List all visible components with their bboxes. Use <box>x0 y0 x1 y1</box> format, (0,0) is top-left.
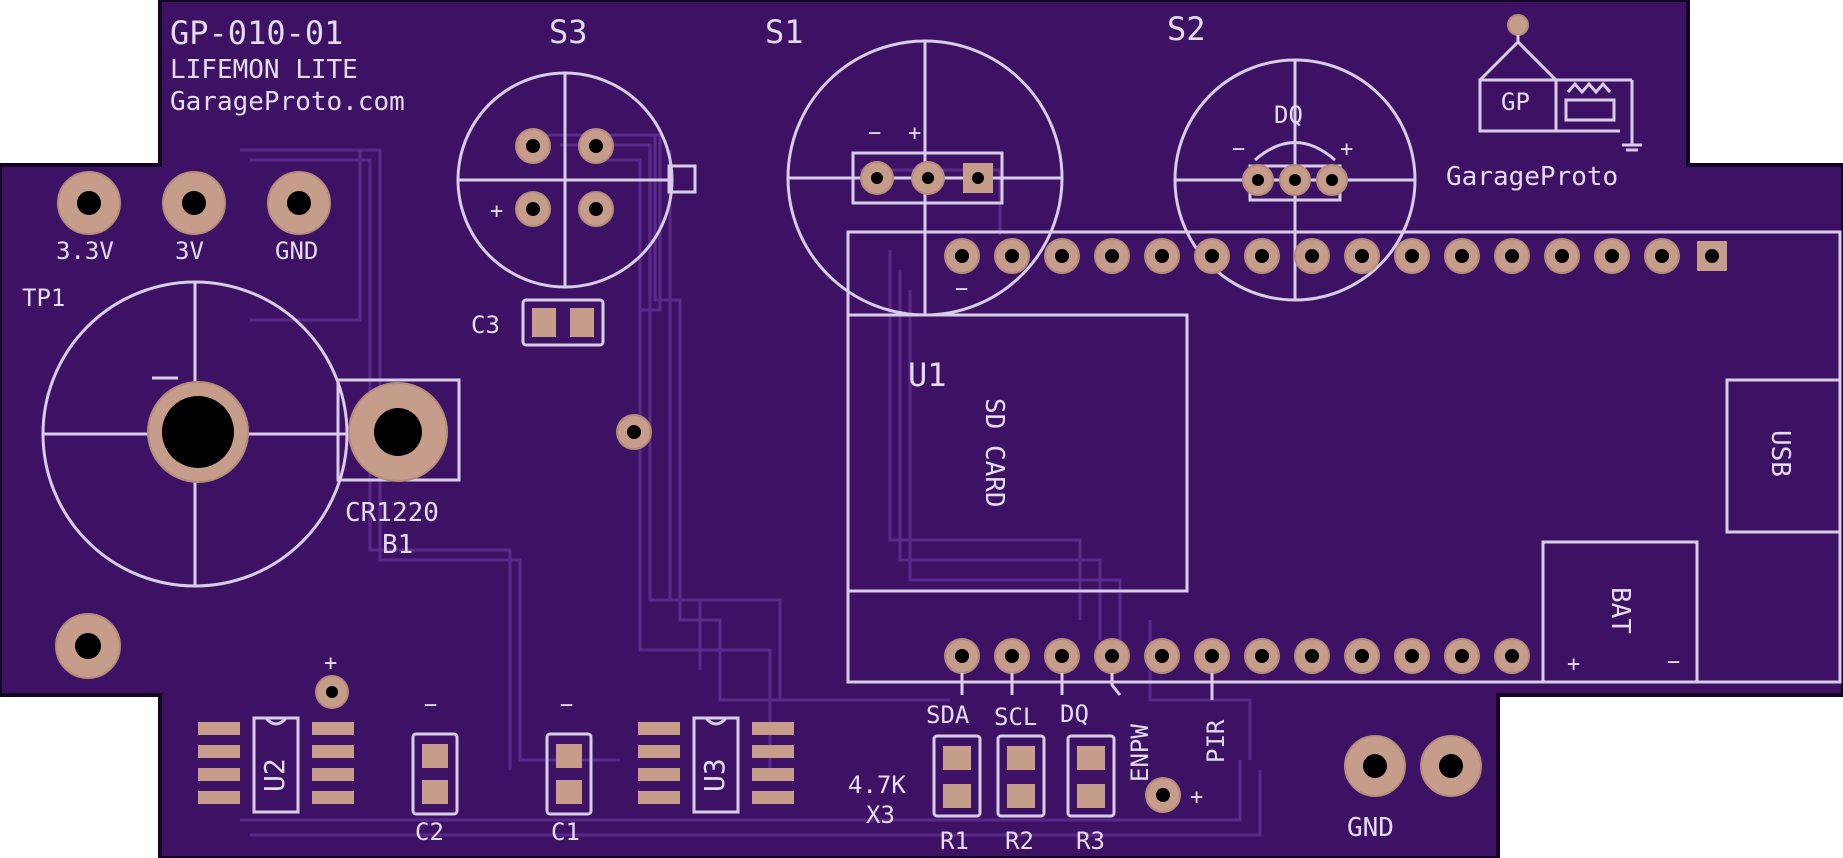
c3-label: C3 <box>471 311 500 339</box>
c2-minus: − <box>424 693 437 718</box>
s1-label: S1 <box>765 13 804 51</box>
u1-label: U1 <box>908 356 947 394</box>
s2-plus: + <box>1340 137 1353 162</box>
capacitor-c1: − C1 <box>545 693 593 846</box>
copper-traces <box>240 133 1262 837</box>
c1-label: C1 <box>551 818 580 846</box>
tp-3v-label: 3V <box>175 237 204 265</box>
product-name: LIFEMON LITE <box>170 55 358 85</box>
scl-label: SCL <box>994 703 1037 731</box>
dq-bottom-label: DQ <box>1060 700 1089 728</box>
gnd-pads: GND <box>1344 735 1482 843</box>
logo-gp-text: GP <box>1501 88 1530 116</box>
bat-label: BAT <box>1605 587 1635 634</box>
s1-minus: − <box>868 121 881 146</box>
bat-minus: − <box>1667 650 1680 675</box>
u2-label: U2 <box>258 758 291 792</box>
website-text: GarageProto.com <box>170 87 405 117</box>
u3-label: U3 <box>698 758 731 792</box>
enpw-label: ENPW <box>1126 724 1154 782</box>
s3-plus: + <box>490 199 503 224</box>
bat-plus: + <box>1567 652 1580 677</box>
s1-plus: + <box>908 121 921 146</box>
resistors-r1-r3: 4.7K X3 R1 R2 R3 <box>848 734 1116 855</box>
top-header-pins <box>944 238 1727 274</box>
r3-label: R3 <box>1076 827 1105 855</box>
test-via-plus: + <box>1190 785 1203 810</box>
ic-u2: + U2 <box>198 651 354 814</box>
test-points: 3.3V 3V GND TP1 <box>22 171 331 312</box>
switch-s3: S3 + <box>456 13 697 289</box>
tp1-label: TP1 <box>22 284 65 312</box>
garageproto-logo: GP GarageProto <box>1446 14 1642 192</box>
header-minus: − <box>955 277 968 302</box>
u2-plus: + <box>324 651 337 676</box>
b1-label: B1 <box>382 530 413 560</box>
pir-label: PIR <box>1202 719 1230 763</box>
tp-gnd-label: GND <box>275 237 318 265</box>
sda-label: SDA <box>926 701 970 729</box>
capacitor-c2: − C2 <box>411 693 459 846</box>
r2-label: R2 <box>1005 827 1034 855</box>
s3-label: S3 <box>549 13 588 51</box>
r1-label: R1 <box>940 827 969 855</box>
sd-card-label: SD CARD <box>979 398 1009 508</box>
tp-33v-label: 3.3V <box>56 237 114 265</box>
cr1220-label: CR1220 <box>345 498 439 528</box>
switch-s2: S2 DQ − + <box>1167 10 1417 302</box>
battery-holder-b1: CR1220 B1 <box>41 280 461 588</box>
module-u1: U1 SD CARD USB BAT + − − <box>846 230 1842 684</box>
c1-minus: − <box>560 693 573 718</box>
resistor-value-label: 4.7K <box>848 771 906 799</box>
ic-u3: U3 <box>638 716 794 814</box>
part-number: GP-010-01 <box>170 14 343 52</box>
resistor-qty-label: X3 <box>866 801 895 829</box>
s2-label: S2 <box>1167 10 1206 48</box>
pin-leaders <box>960 673 1214 700</box>
dq-top-label: DQ <box>1274 101 1303 129</box>
gnd-bottom-label: GND <box>1347 813 1394 843</box>
c2-label: C2 <box>415 818 444 846</box>
switch-s1: S1 − + <box>765 13 1064 317</box>
logo-caption: GarageProto <box>1446 162 1618 192</box>
s2-minus: − <box>1232 137 1245 162</box>
capacitor-c3: C3 <box>471 298 605 347</box>
usb-label: USB <box>1765 430 1795 477</box>
